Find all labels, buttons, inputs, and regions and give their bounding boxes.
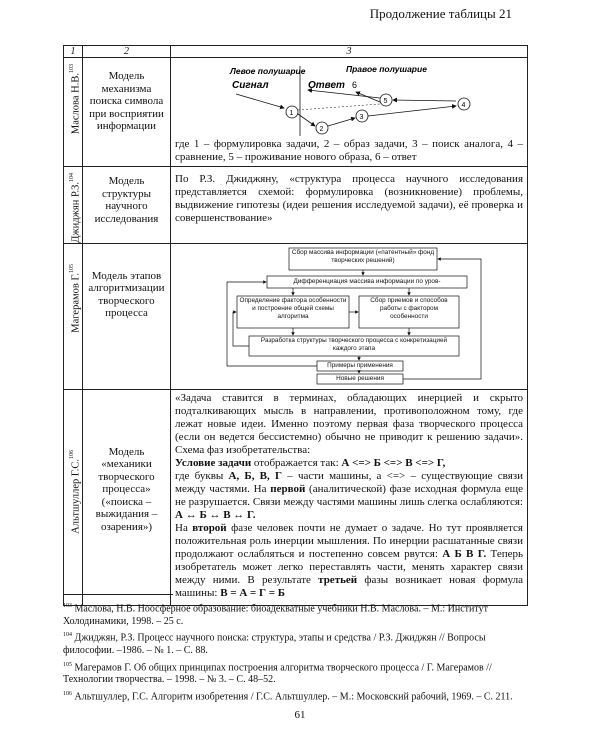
description-text: где 1 – формулировка задачи, 2 – образ з… <box>175 138 523 163</box>
model-cell: Модель этапов алгоритмизации творческого… <box>82 242 171 390</box>
footnote: 105 Магерамов Г. Об общих принципах пост… <box>63 661 492 686</box>
algorithmization-flowchart: Сбор массива информации («патентный» фон… <box>226 247 482 385</box>
diagram-node-1 <box>285 105 299 119</box>
page-number: 61 <box>294 709 306 721</box>
description-cell: «Задача ставится в терминах, обладающих … <box>170 388 528 606</box>
flow-box-differentiation <box>266 275 468 289</box>
svg-text:1: 1 <box>290 110 294 117</box>
author-name: Альтшуллер Г.С.106 <box>69 449 82 534</box>
header-col-1: 1 <box>63 45 83 58</box>
svg-text:5: 5 <box>384 98 388 105</box>
model-cell: Модель структуры научного исследования <box>82 166 171 244</box>
footnote-divider <box>63 594 173 595</box>
table-row: Магерамов Г.105 Модель этапов алгоритмиз… <box>63 242 528 390</box>
author-cell: Маслова Н.В.103 <box>63 57 83 167</box>
header-col-2: 2 <box>82 45 171 58</box>
svg-text:2: 2 <box>320 126 324 133</box>
footnote: 103 Маслова, Н.В. Ноосферное образование… <box>63 603 488 627</box>
diagram-node-4 <box>457 97 471 111</box>
author-name: Маслова Н.В.103 <box>69 64 82 135</box>
table-header-row: 1 2 3 <box>63 45 528 58</box>
author-name: Магерамов Г.105 <box>69 263 82 333</box>
description-cell: Сбор массива информации («патентный» фон… <box>170 242 528 390</box>
author-cell: Альтшуллер Г.С.106 <box>63 388 83 606</box>
description-cell: По Р.З. Джиджяну, «структура процесса на… <box>170 166 528 244</box>
footnote: 106 Альтшуллер, Г.С. Алгоритм изобретени… <box>63 690 513 703</box>
model-cell: Модель «механики творческого процесса» (… <box>82 388 171 606</box>
left-hemisphere-label: Левое полушарие <box>229 66 306 76</box>
author-name: Джиджян Р.З.104 <box>69 173 82 243</box>
answer-label: Ответ <box>308 80 345 91</box>
model-name: Модель структуры научного исследования <box>94 175 159 225</box>
description-text: По Р.З. Джиджяну, «структура процесса на… <box>175 173 523 224</box>
header-col-3: 3 <box>170 45 528 58</box>
table-row: Альтшуллер Г.С.106 Модель «механики твор… <box>63 388 528 606</box>
continuation-title: Продолжение таблицы 21 <box>369 6 512 21</box>
symbol-search-diagram: Левое полушарие Правое полушарие Сигнал … <box>229 64 471 136</box>
model-name: Модель этапов алгоритмизации творческого… <box>88 269 165 320</box>
diagram-node-2 <box>315 121 329 135</box>
description-text: «Задача ставится в терминах, обладающих … <box>175 391 524 599</box>
svg-text:4: 4 <box>462 102 466 109</box>
model-name: Модель «механики творческого процесса» (… <box>95 445 158 533</box>
table-row: Джиджян Р.З.104 Модель структуры научног… <box>63 166 528 244</box>
model-cell: Модель механизма поиска символа при восп… <box>82 57 171 167</box>
signal-label: Сигнал <box>232 80 269 91</box>
table-row: Маслова Н.В.103 Модель механизма поиска … <box>63 57 528 167</box>
svg-text:3: 3 <box>360 114 364 121</box>
right-hemisphere-label: Правое полушарие <box>346 64 427 74</box>
footnote: 104 Джиджян, Р.З. Процесс научного поиск… <box>63 632 486 657</box>
diagram-node-5 <box>379 93 393 107</box>
comparison-table: 1 2 3 Маслова Н.В.103 Модель механизма п… <box>63 45 528 606</box>
description-cell: Левое полушарие Правое полушарие Сигнал … <box>170 57 528 167</box>
footnotes: 103 Маслова, Н.В. Ноосферное образование… <box>63 600 528 705</box>
author-cell: Джиджян Р.З.104 <box>63 166 83 244</box>
node-6-label: 6 <box>352 80 357 90</box>
author-cell: Магерамов Г.105 <box>63 242 83 390</box>
model-name: Модель механизма поиска символа при восп… <box>89 70 164 132</box>
